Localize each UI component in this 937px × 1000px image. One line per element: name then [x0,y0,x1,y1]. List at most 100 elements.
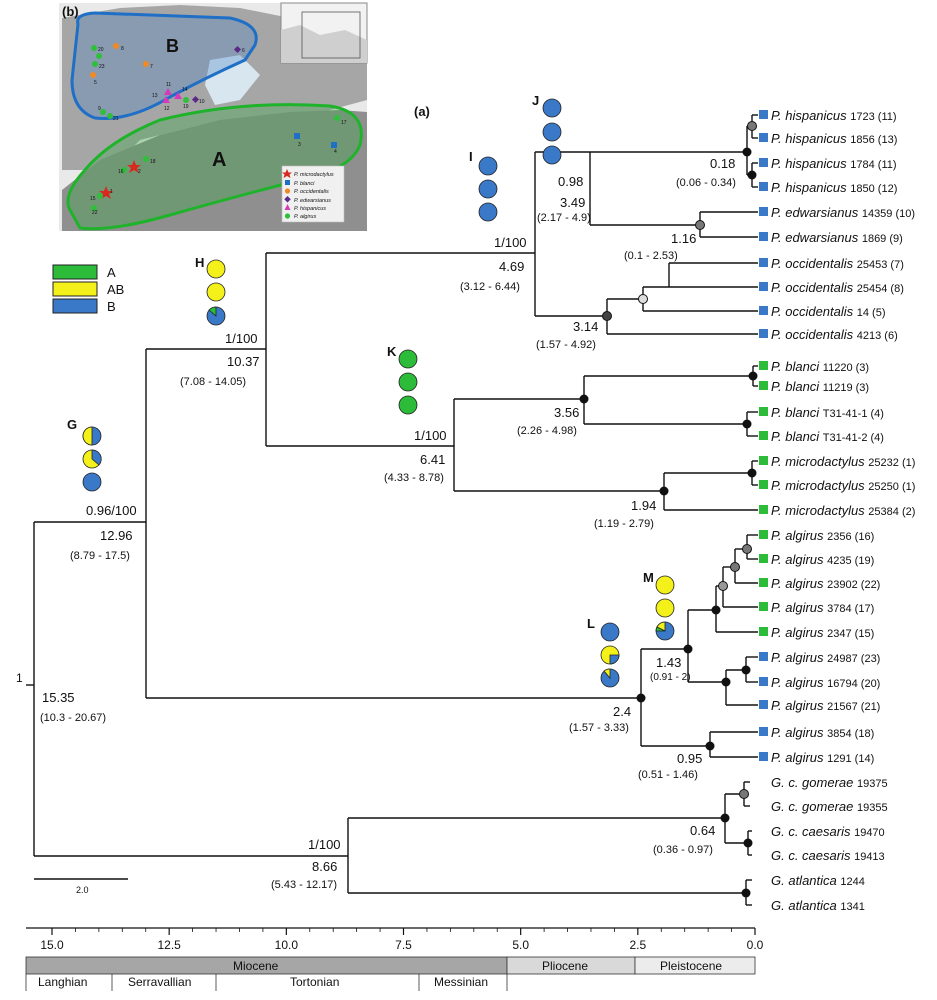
pie-chart [655,598,675,618]
epoch-label: Pliocene [542,959,588,973]
node-age: 15.35 [42,690,75,705]
tip-label: G. c. caesaris 19470 [771,824,885,839]
site-number: 9 [98,106,101,112]
node-support: 1/100 [225,331,258,346]
pie-chart [398,349,418,369]
site-number: 12 [164,106,170,112]
site-marker [100,109,106,115]
tip-area-box [759,258,768,267]
node-age: 1.94 [631,498,656,513]
tip-area-box [759,652,768,661]
time-tick-label: 12.5 [157,938,181,952]
ancestral-area-pies [82,98,675,688]
node-letters: G H I J K L M [67,93,654,631]
tip-area-box [759,480,768,489]
node-age: 12.96 [100,528,133,543]
tip-area-box [759,627,768,636]
site-number: 3 [298,142,301,148]
site-marker [127,160,141,173]
tip-label: P. algirus 16794 (20) [771,675,880,690]
node-age: 0.64 [690,823,715,838]
tip-area-box [759,207,768,216]
pie-slice [655,626,666,632]
legend-entry: P. hispanicus [294,206,326,212]
inset-land [281,25,367,63]
pie-slice [208,306,217,317]
area-legend-label: B [107,299,116,314]
node-dot [711,605,721,615]
tip-label: P. occidentalis 14 (5) [771,304,886,319]
node-dot [742,419,752,429]
time-tick-label: 0.0 [747,938,764,952]
pie-chart [82,472,102,492]
pie-slice [91,449,102,466]
tip-label: P. microdactylus 25232 (1) [771,454,915,469]
site-number: 16 [118,169,124,175]
node-dot [718,581,728,591]
site-marker [97,193,103,199]
pie-chart [542,145,562,165]
tip-label: P. blanci T31-41-1 (4) [771,405,884,420]
tip-area-box [759,431,768,440]
tip-label: P. occidentalis 25453 (7) [771,256,904,271]
site-marker [143,156,149,162]
legend-entry: P. algirus [294,214,316,220]
node-age: 3.14 [573,319,598,334]
site-marker [174,92,182,99]
node-age: 3.49 [560,195,585,210]
area-b-polygon [70,11,258,121]
site-marker [92,61,98,67]
node-dot [741,888,751,898]
node-dot [730,562,740,572]
tip-label: P. blanci 11220 (3) [771,359,869,374]
scale-bar: 2.0 [34,878,128,895]
site-number: 7 [150,64,153,70]
pie-chart [655,575,675,595]
node-dot [747,170,757,180]
node-age: 0.95 [677,751,702,766]
tip-area-box [759,554,768,563]
node-support: 1/100 [308,837,341,852]
site-marker [233,45,242,54]
node-support: 0.96/100 [86,503,137,518]
site-marker [191,95,200,104]
node-hpd: (0.91 - 2) [650,672,691,683]
tip-label: P. blanci 11219 (3) [771,379,869,394]
tip-area-box [759,407,768,416]
node-age: 1.16 [671,231,696,246]
site-markers [90,43,340,211]
diamond-icon [284,196,291,203]
node-hpd: (8.79 - 17.5) [70,550,130,562]
node-hpd: (1.57 - 4.92) [536,339,596,351]
site-number: 15 [90,196,96,202]
star-icon [282,169,292,178]
time-tick-label: 15.0 [40,938,64,952]
site-marker [331,142,337,148]
site-number: 19 [183,104,189,110]
tip-label: P. algirus 2356 (16) [771,528,874,543]
site-number: 18 [150,159,156,165]
site-number: 2 [138,169,141,175]
node-dot [748,371,758,381]
epoch-label: Miocene [233,959,279,973]
tip-label: P. hispanicus 1723 (11) [771,108,897,123]
area-swatch-b [52,298,98,314]
map-panel: (b) B A [59,2,368,231]
area-legend-label: AB [107,282,124,297]
triangle-icon [284,204,291,210]
node-dot [741,665,751,675]
tip-label: P. occidentalis 4213 (6) [771,327,898,342]
site-number: 14 [182,87,188,93]
node-dot [659,486,669,496]
pie-chart [478,156,498,176]
node-dot [579,394,589,404]
area-a-polygon [66,103,363,231]
tip-label: G. atlantica 1244 [771,873,865,888]
site-number: 20 [98,47,104,53]
circle-icon [284,213,291,219]
tip-label: G. c. gomerae 19375 [771,775,888,790]
tip-label: G. c. gomerae 19355 [771,799,888,814]
node-dot [743,838,753,848]
